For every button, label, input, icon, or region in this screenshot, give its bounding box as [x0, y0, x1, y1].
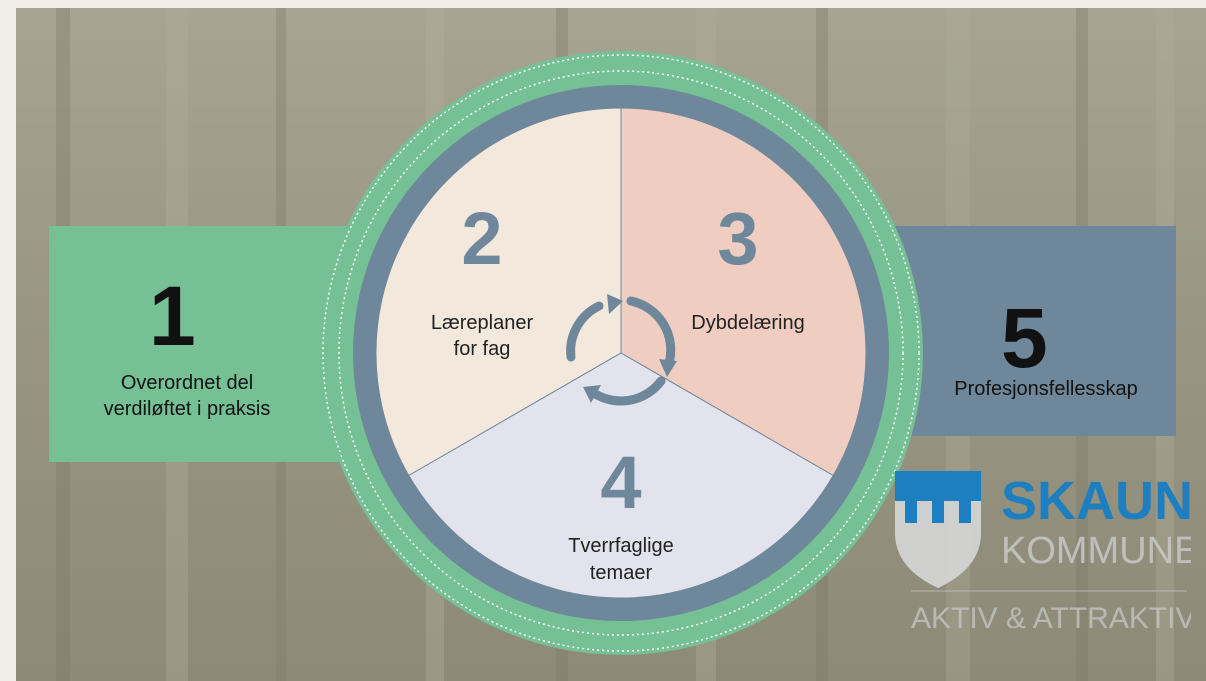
- overordnet-del-box: 1 Overordnet del verdiløftet i praksis: [49, 226, 379, 462]
- overordnet-del-line2: verdiløftet i praksis: [103, 398, 271, 420]
- segment-3-label: Dybdelæring: [691, 312, 804, 334]
- box-number-1: 1: [149, 269, 196, 363]
- segment-2: [375, 107, 622, 477]
- segment-2-number: 2: [461, 197, 502, 280]
- cycle-arrows-icon: [566, 294, 677, 406]
- wheel-diagram: 2 Læreplaner for fag 3 Dybdelæring 4 Tve…: [319, 51, 923, 655]
- skaun-kommune-logo: SKAUN KOMMUNE AKTIV & ATTRAKTIV: [895, 471, 1191, 635]
- segment-4-label-line1: Tverrfaglige: [568, 535, 674, 557]
- shield-icon: [895, 471, 981, 588]
- dotted-ring-inner: [338, 70, 904, 636]
- segment-2-label-line2: for fag: [454, 338, 511, 360]
- segment-4-label-line2: temaer: [590, 562, 653, 584]
- dotted-ring-outer: [322, 54, 920, 652]
- segment-4: [408, 352, 834, 599]
- segment-3: [620, 107, 867, 477]
- segment-4-number: 4: [600, 441, 641, 524]
- box-number-5: 5: [1001, 291, 1048, 385]
- logo-tagline: AKTIV & ATTRAKTIV: [911, 602, 1191, 635]
- logo-name: SKAUN: [1001, 471, 1191, 531]
- profesjonsfellesskap-label: Profesjonsfellesskap: [954, 378, 1138, 400]
- logo-sub: KOMMUNE: [1001, 530, 1191, 572]
- slide-canvas: 1 Overordnet del verdiløftet i praksis 5…: [16, 8, 1206, 681]
- overordnet-del-label: Overordnet del verdiløftet i praksis: [97, 370, 277, 422]
- segment-3-number: 3: [717, 197, 758, 280]
- segment-2-label-line1: Læreplaner: [431, 312, 534, 334]
- overordnet-del-line1: Overordnet del: [120, 372, 254, 394]
